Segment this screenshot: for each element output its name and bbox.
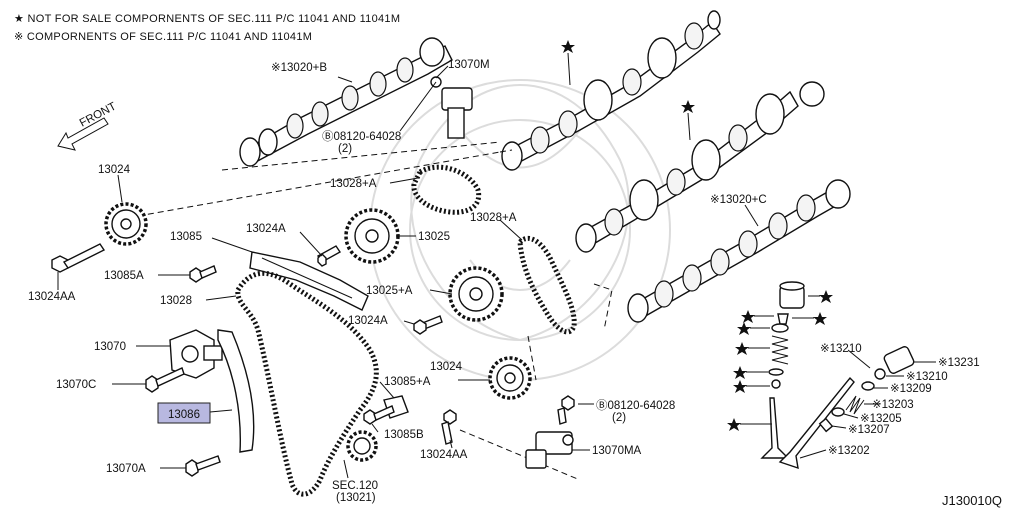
label-13024-top: 13024 — [98, 164, 131, 176]
camshaft-13020b[interactable] — [239, 37, 453, 167]
chain-tensioner-13070[interactable] — [169, 329, 223, 379]
valve-spring[interactable] — [771, 335, 789, 365]
label-13024aa-right: 13024AA — [420, 449, 468, 461]
label-13070: 13070 — [94, 341, 126, 353]
label-sec120: SEC.120 — [332, 480, 378, 492]
valve-collet[interactable] — [777, 313, 789, 325]
valve-timing-solenoid-13070m[interactable] — [430, 76, 473, 139]
bolt-13024a-top[interactable] — [316, 245, 342, 267]
label-13024a-middle: 13024A — [348, 315, 388, 327]
valve-seal[interactable] — [771, 379, 781, 389]
label-13025: 13025 — [418, 231, 450, 243]
label-13203: ※13203 — [872, 399, 914, 411]
note-components: ※ COMPORNENTS OF SEC.111 P/C 11041 AND 1… — [14, 31, 312, 43]
valve-stem[interactable] — [760, 397, 790, 459]
chain-guide-13085[interactable] — [249, 251, 369, 311]
label-13207: ※13207 — [848, 424, 890, 436]
star-icon — [727, 418, 741, 431]
valve-lifter-13231[interactable] — [883, 345, 915, 374]
sprocket-13024-top[interactable] — [104, 202, 148, 246]
valve-lifter[interactable] — [779, 281, 805, 309]
label-13070c: 13070C — [56, 379, 96, 391]
tensioner-arm-13086[interactable] — [217, 329, 255, 453]
timing-chain-13028[interactable] — [235, 270, 379, 497]
label-13202: ※13202 — [828, 445, 870, 457]
bolt-13024aa-left[interactable] — [51, 243, 106, 273]
label-13085: 13085 — [170, 231, 202, 243]
label-08120-lower: Ⓑ08120-64028 — [596, 399, 675, 412]
label-13070a: 13070A — [106, 463, 146, 475]
label-sec120-sub: (13021) — [336, 492, 376, 504]
note-not-for-sale: ★ NOT FOR SALE COMPORNENTS OF SEC.111 P/… — [14, 13, 400, 25]
front-arrow: FRONT — [57, 100, 119, 151]
valve-retainer-13210[interactable] — [874, 368, 886, 380]
valve-train-stars — [727, 290, 833, 431]
label-13070ma: 13070MA — [592, 445, 642, 457]
bolt-13085a[interactable] — [189, 265, 217, 283]
bolt-13085b[interactable] — [363, 405, 395, 425]
star-icon — [733, 380, 747, 393]
label-13070m: 13070M — [448, 59, 490, 71]
star-icon — [561, 40, 575, 53]
star-icon — [735, 342, 749, 355]
label-13210-a: ※13210 — [820, 343, 862, 355]
sprocket-13025a[interactable] — [448, 266, 504, 322]
bolt-08120-lower[interactable] — [557, 395, 575, 425]
valve-timing-solenoid-13070ma[interactable] — [525, 431, 574, 469]
label-13231: ※13231 — [938, 357, 980, 369]
label-08120-lower-qty: (2) — [612, 412, 626, 424]
label-13086-highlight[interactable] — [157, 402, 211, 424]
label-13025a: 13025+A — [366, 285, 413, 297]
label-13209: ※13209 — [890, 383, 932, 395]
valve-spring-seat[interactable] — [768, 368, 784, 376]
label-13086: 13086 — [168, 409, 200, 421]
front-label: FRONT — [78, 100, 119, 129]
sprocket-13025[interactable] — [344, 208, 400, 264]
camshaft-middle-right[interactable] — [575, 81, 825, 253]
label-13024a-top: 13024A — [246, 223, 286, 235]
valve-retainer[interactable] — [771, 323, 789, 333]
label-13028a-1: 13028+A — [330, 178, 377, 190]
label-13024-middle: 13024 — [430, 361, 463, 373]
label-13028: 13028 — [160, 295, 192, 307]
label-13020c: ※13020+C — [710, 194, 767, 206]
label-13028a-2: 13028+A — [470, 212, 517, 224]
label-13085-plus-a: 13085+A — [384, 376, 431, 388]
crank-sprocket-sec120[interactable] — [346, 430, 378, 462]
star-icon — [681, 100, 695, 113]
label-13085b: 13085B — [384, 429, 424, 441]
star-icon — [813, 312, 827, 325]
chain-13028a-lower[interactable] — [517, 235, 577, 335]
label-08120-top-qty: (2) — [338, 143, 352, 155]
star-icon — [741, 310, 755, 323]
valve-seat-13205[interactable] — [831, 407, 845, 417]
diagram-id: J130010Q — [942, 493, 1002, 508]
bolt-13070c[interactable] — [145, 367, 185, 393]
label-13024aa-left: 13024AA — [28, 291, 76, 303]
camshaft-upper-right[interactable] — [501, 10, 721, 171]
star-icon — [733, 366, 747, 379]
label-13210-b: ※13210 — [906, 371, 948, 383]
chain-13028a-upper[interactable] — [411, 164, 482, 215]
label-08120-top: Ⓑ08120-64028 — [322, 130, 401, 143]
watermark-emblem — [369, 79, 671, 381]
valve-guide-13207[interactable] — [818, 417, 834, 433]
valve-spring-13203[interactable] — [845, 395, 865, 415]
label-13085a: 13085A — [104, 270, 144, 282]
bolt-13024a-middle[interactable] — [413, 315, 443, 335]
valve-13202[interactable] — [778, 376, 855, 470]
bolt-13070a[interactable] — [185, 455, 221, 477]
label-13020b: ※13020+B — [271, 62, 327, 74]
valve-seat-13209[interactable] — [861, 381, 875, 391]
label-13205: ※13205 — [860, 413, 902, 425]
star-icon — [819, 290, 833, 303]
bolt-13024aa-right[interactable] — [441, 409, 457, 445]
camshaft-13020c[interactable] — [627, 179, 851, 323]
sprocket-13024-middle[interactable] — [488, 356, 532, 400]
star-icon — [737, 322, 751, 335]
